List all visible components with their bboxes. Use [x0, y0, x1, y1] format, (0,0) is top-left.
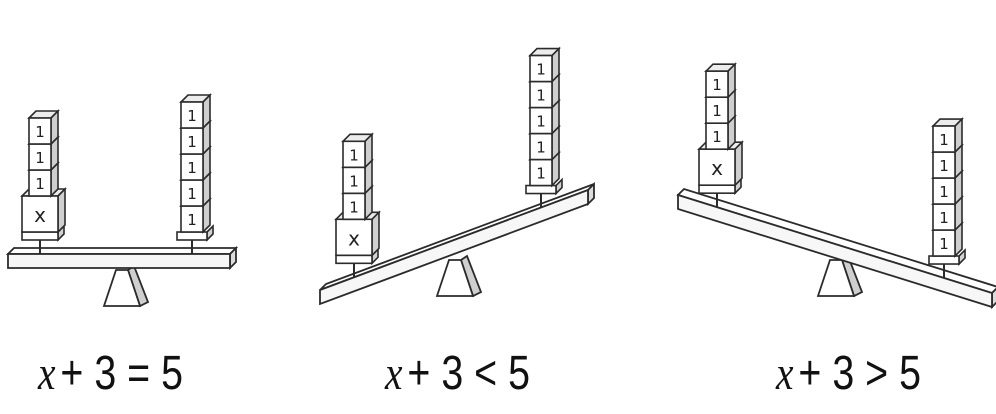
unit-cube-label: 1 — [187, 159, 197, 177]
scale-less-than: x 1 1 1 1 1 1 1 1 — [319, 46, 595, 306]
unit-cube-label: 1 — [187, 185, 197, 203]
unit-cube: 1 — [27, 109, 60, 146]
unit-cube-label: 1 — [939, 131, 949, 149]
equation-greater-than: x+ 3 > 5 — [776, 350, 921, 398]
equation-rest: + 3 > 5 — [798, 347, 921, 400]
unit-cube-label: 1 — [536, 87, 546, 105]
unit-cube-label: 1 — [187, 133, 197, 151]
unknown-x-cube-label: x — [34, 203, 46, 227]
unit-cube-label: 1 — [35, 149, 45, 167]
unit-cube-label: 1 — [187, 107, 197, 125]
unit-cube: 1 — [704, 62, 737, 100]
unit-cube-label: 1 — [536, 165, 546, 183]
unit-cube: 1 — [179, 93, 212, 130]
beam — [676, 187, 996, 310]
unit-cube-label: 1 — [939, 209, 949, 227]
unit-cube-label: 1 — [536, 61, 546, 79]
equation-rest: + 3 < 5 — [407, 347, 530, 400]
unit-cube-label: 1 — [939, 235, 949, 253]
unit-cube-label: 1 — [712, 128, 722, 146]
unit-cube: 1 — [341, 132, 374, 170]
unit-cube-label: 1 — [712, 102, 722, 120]
equation-equal: x+ 3 = 5 — [38, 350, 183, 398]
unit-cube: 1 — [528, 46, 561, 84]
unknown-x-cube-label: x — [348, 226, 360, 250]
fulcrum — [102, 264, 150, 308]
beam — [5, 245, 239, 271]
unit-cube-label: 1 — [349, 172, 359, 190]
unit-cube-label: 1 — [349, 146, 359, 164]
unit-cube: 1 — [931, 221, 964, 258]
unit-cube-label: 1 — [939, 157, 949, 175]
equation-variable: x — [38, 347, 56, 400]
equation-variable: x — [385, 347, 403, 400]
equation-rest: + 3 = 5 — [60, 347, 183, 400]
unit-cube: 1 — [931, 117, 964, 154]
unit-cube-label: 1 — [187, 211, 197, 229]
unit-cube-label: 1 — [536, 113, 546, 131]
equation-variable: x — [776, 347, 794, 400]
unit-cube-label: 1 — [536, 139, 546, 157]
unit-cube-label: 1 — [35, 123, 45, 141]
scale-balanced: x 1 1 1 1 1 1 1 1 — [5, 93, 239, 308]
unit-cube-label: 1 — [35, 175, 45, 193]
unknown-x-cube-label: x — [711, 156, 723, 180]
fulcrum — [435, 254, 483, 298]
unit-cube-label: 1 — [349, 198, 359, 216]
unit-cube-label: 1 — [712, 76, 722, 94]
beam — [319, 181, 595, 306]
unit-cube-label: 1 — [939, 183, 949, 201]
equation-less-than: x+ 3 < 5 — [385, 350, 530, 398]
scale-greater-than: x 1 1 1 1 1 1 1 1 — [676, 62, 996, 310]
